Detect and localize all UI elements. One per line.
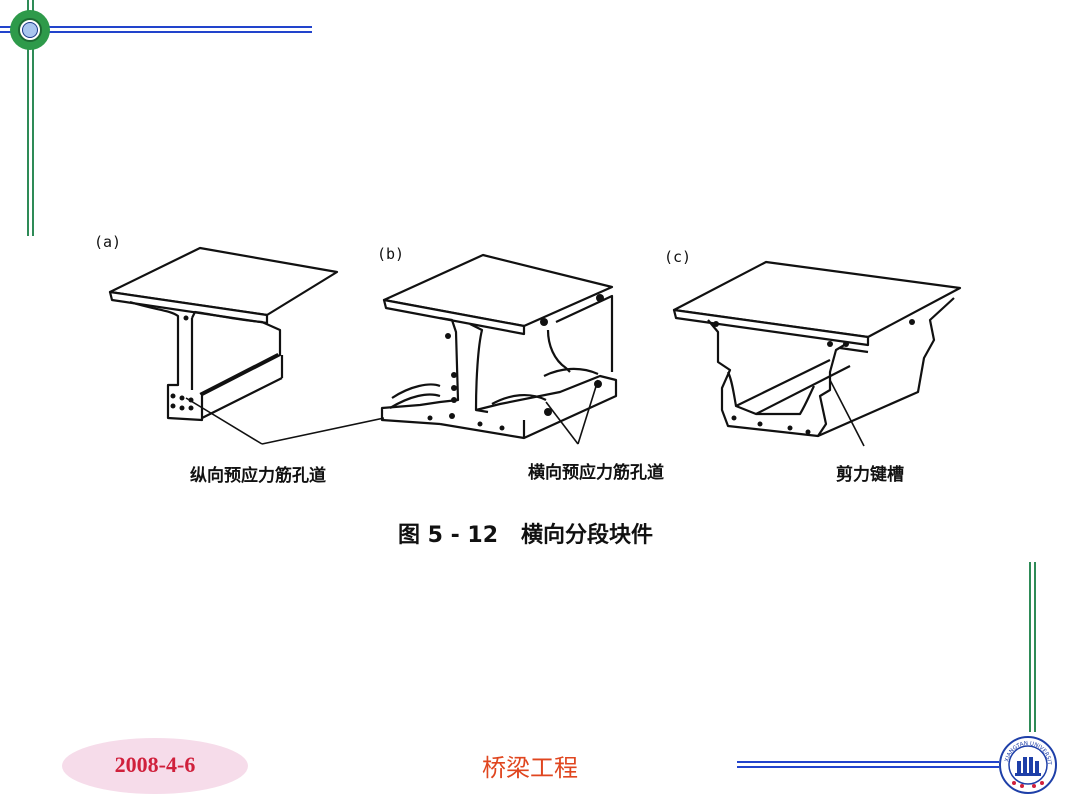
figure-caption: 图 5 - 12 横向分段块件 <box>398 523 654 548</box>
callout-shear-key: 剪力键槽 <box>836 465 904 485</box>
date-pill <box>62 738 248 794</box>
right-vertical-line-1 <box>1029 562 1031 732</box>
course-title: 桥梁工程 <box>482 754 578 782</box>
footer-date: 2008-4-6 <box>114 752 196 777</box>
callout-transverse-ducts: 横向预应力筋孔道 <box>528 463 664 483</box>
top-horizontal-line-2 <box>0 31 312 33</box>
callout-longitudinal-ducts: 纵向预应力筋孔道 <box>190 466 326 486</box>
panel-b-drawing <box>380 253 618 440</box>
panel-c-drawing <box>672 260 962 438</box>
panel-label-a: (a) <box>94 233 122 251</box>
ring-core <box>22 22 38 38</box>
top-horizontal-line-1 <box>0 26 312 28</box>
footer-horizontal-line-2 <box>737 766 999 768</box>
left-vertical-line-2 <box>32 0 34 236</box>
right-vertical-line-2 <box>1034 562 1036 732</box>
panel-label-c: (c) <box>664 248 692 266</box>
footer-horizontal-line-1 <box>737 761 999 763</box>
left-vertical-line-1 <box>27 0 29 236</box>
panel-a-drawing <box>108 246 339 422</box>
panel-label-b: (b) <box>377 245 405 263</box>
university-logo-icon: XIANGTAN UNIVERSITY <box>998 735 1057 794</box>
callout-leader-lines <box>185 379 865 447</box>
